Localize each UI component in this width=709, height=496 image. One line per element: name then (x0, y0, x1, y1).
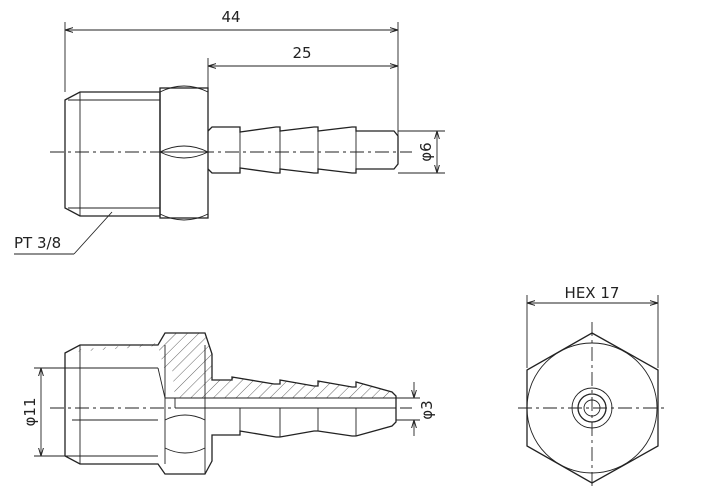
bore-diameter-label: φ3 (418, 400, 436, 419)
dimension-thread-diameter: φ11 (21, 367, 72, 457)
barb-diameter-label: φ6 (417, 142, 435, 161)
thread-callout-label: PT 3/8 (14, 234, 61, 252)
barb-length-label: 25 (292, 44, 311, 62)
hex-size-label: HEX 17 (565, 284, 620, 302)
overall-length-label: 44 (221, 8, 240, 26)
thread-diameter-label: φ11 (21, 398, 39, 427)
dimension-barb-diameter: φ6 (398, 130, 445, 174)
section-view: φ11 φ3 (21, 332, 436, 475)
top-view: 44 25 (14, 8, 445, 255)
dimension-bore-diameter: φ3 (396, 382, 436, 436)
thread-callout: PT 3/8 (14, 211, 113, 255)
hex-nut (159, 85, 209, 221)
barbed-stem (207, 126, 399, 174)
dimension-barb-length: 25 (207, 44, 398, 88)
dimension-hex-size: HEX 17 (526, 284, 659, 368)
dimension-overall-length: 44 (64, 8, 399, 140)
thread-body (64, 91, 161, 217)
end-view: HEX 17 (518, 284, 668, 490)
